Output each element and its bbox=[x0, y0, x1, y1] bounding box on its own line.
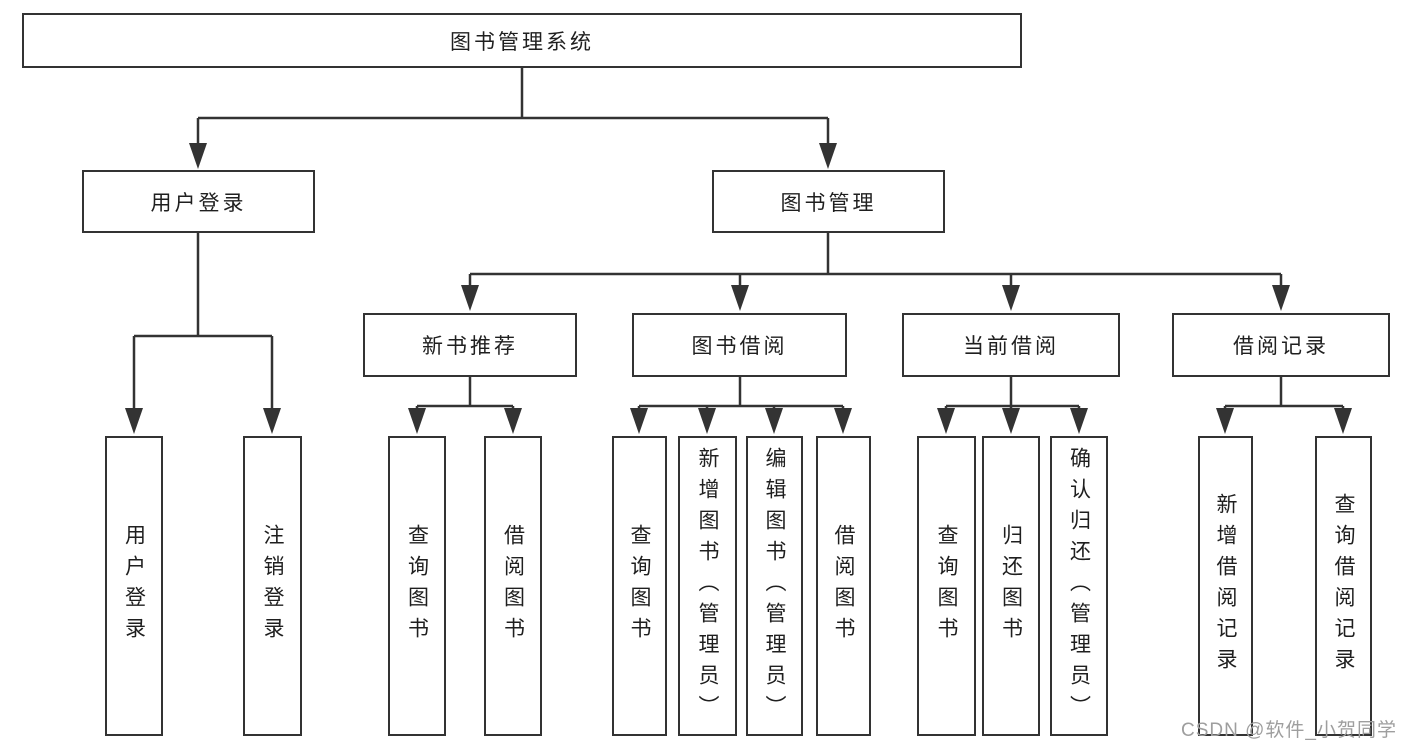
node-label: 借阅图书 bbox=[832, 524, 856, 648]
node-label: 图书管理 bbox=[780, 191, 877, 215]
node-current-borrow: 当前借阅 bbox=[902, 313, 1120, 377]
leaf-user-login: 用户登录 bbox=[105, 436, 163, 736]
leaf-query-borrow-record: 查询借阅记录 bbox=[1315, 436, 1372, 736]
node-user-login: 用户登录 bbox=[82, 170, 315, 233]
leaf-query-book-1: 查询图书 bbox=[388, 436, 446, 736]
leaf-logout: 注销登录 bbox=[243, 436, 302, 736]
leaf-query-book-2: 查询图书 bbox=[612, 436, 667, 736]
node-borrow-records: 借阅记录 bbox=[1172, 313, 1390, 377]
leaf-query-book-3: 查询图书 bbox=[917, 436, 976, 736]
leaf-edit-book-admin: 编辑图书（管理员） bbox=[746, 436, 803, 736]
connector-root bbox=[189, 68, 837, 169]
connector-new-book bbox=[408, 377, 522, 434]
connector-book-borrow bbox=[630, 377, 852, 434]
node-label: 查询图书 bbox=[405, 524, 429, 648]
node-label: 当前借阅 bbox=[963, 335, 1059, 358]
connector-book-management bbox=[461, 233, 1290, 311]
node-book-borrow: 图书借阅 bbox=[632, 313, 847, 377]
node-label: 查询图书 bbox=[935, 524, 959, 648]
node-book-management: 图书管理 bbox=[712, 170, 945, 233]
node-root-system: 图书管理系统 bbox=[22, 13, 1022, 68]
csdn-watermark: CSDN @软件_小贺同学 bbox=[1181, 720, 1397, 741]
node-label: 查询借阅记录 bbox=[1332, 493, 1356, 679]
leaf-return-book: 归还图书 bbox=[982, 436, 1040, 736]
node-label: 确认归还（管理员） bbox=[1067, 446, 1091, 726]
leaf-add-book-admin: 新增图书（管理员） bbox=[678, 436, 737, 736]
node-label: 图书管理系统 bbox=[450, 30, 594, 54]
leaf-add-borrow-record: 新增借阅记录 bbox=[1198, 436, 1253, 736]
node-label: 归还图书 bbox=[999, 524, 1023, 648]
node-label: 借阅图书 bbox=[501, 524, 525, 648]
node-label: 借阅记录 bbox=[1233, 335, 1329, 358]
leaf-borrow-book-2: 借阅图书 bbox=[816, 436, 871, 736]
node-label: 新增借阅记录 bbox=[1214, 493, 1238, 679]
node-label: 用户登录 bbox=[150, 191, 247, 215]
leaf-borrow-book-1: 借阅图书 bbox=[484, 436, 542, 736]
leaf-confirm-return-admin: 确认归还（管理员） bbox=[1050, 436, 1108, 736]
node-label: 编辑图书（管理员） bbox=[763, 446, 787, 726]
node-label: 图书借阅 bbox=[691, 335, 788, 358]
node-label: 新书推荐 bbox=[422, 335, 518, 358]
node-label: 新增图书（管理员） bbox=[696, 446, 720, 726]
node-label: 注销登录 bbox=[261, 524, 285, 648]
connector-user-login bbox=[125, 233, 281, 434]
node-label: 用户登录 bbox=[122, 524, 146, 648]
connector-borrow-records bbox=[1216, 377, 1352, 434]
node-new-book-recommend: 新书推荐 bbox=[363, 313, 577, 377]
connector-current-borrow bbox=[937, 377, 1088, 434]
node-label: 查询图书 bbox=[628, 524, 652, 648]
